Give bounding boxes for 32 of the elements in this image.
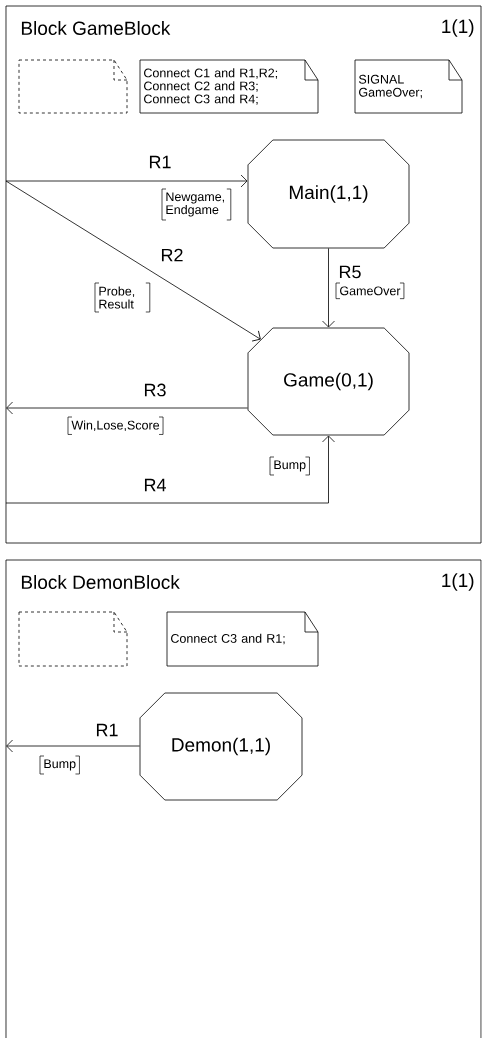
- comment-note: Connect C3 and R1;: [166, 611, 319, 667]
- page-number: 1(1): [442, 19, 474, 37]
- empty-note: [18, 59, 128, 114]
- process-octagon: Main(1,1): [247, 139, 410, 249]
- arrow: [5, 174, 248, 188]
- process-octagon: Demon(1,1): [139, 692, 303, 801]
- arrow: [5, 435, 335, 504]
- process-octagon: Game(0,1): [247, 327, 410, 436]
- arrow: [6, 739, 140, 753]
- signal-list: Win,Lose,Score: [67, 416, 164, 435]
- block-frame: [5, 5, 482, 544]
- arrow: [6, 401, 248, 415]
- edge-label: R2: [161, 248, 183, 262]
- comment-note: Connect C1 and R1,R2; Connect C2 and R3; Connect C3 and R4;: [139, 59, 319, 114]
- arrow: [5, 180, 261, 342]
- edge-label: R5: [339, 265, 361, 279]
- signal-list: Probe, Result: [94, 282, 151, 313]
- edge-label: R4: [144, 478, 166, 492]
- page-number: 1(1): [442, 573, 474, 591]
- comment-note: SIGNAL GameOver;: [354, 59, 463, 114]
- signal-list: Newgame, Endgame: [161, 188, 232, 221]
- empty-note: [18, 611, 128, 667]
- signal-list: Bump: [39, 755, 80, 775]
- signal-list: Bump: [269, 456, 310, 476]
- edge-label: R1: [96, 723, 118, 737]
- arrow: [322, 248, 335, 328]
- block-title: Block GameBlock: [21, 21, 171, 35]
- block-title: Block DemonBlock: [21, 575, 180, 589]
- block-frame: [5, 559, 482, 1038]
- edge-label: R3: [144, 383, 166, 397]
- signal-list: GameOver: [335, 282, 405, 299]
- edge-label: R1: [149, 155, 171, 169]
